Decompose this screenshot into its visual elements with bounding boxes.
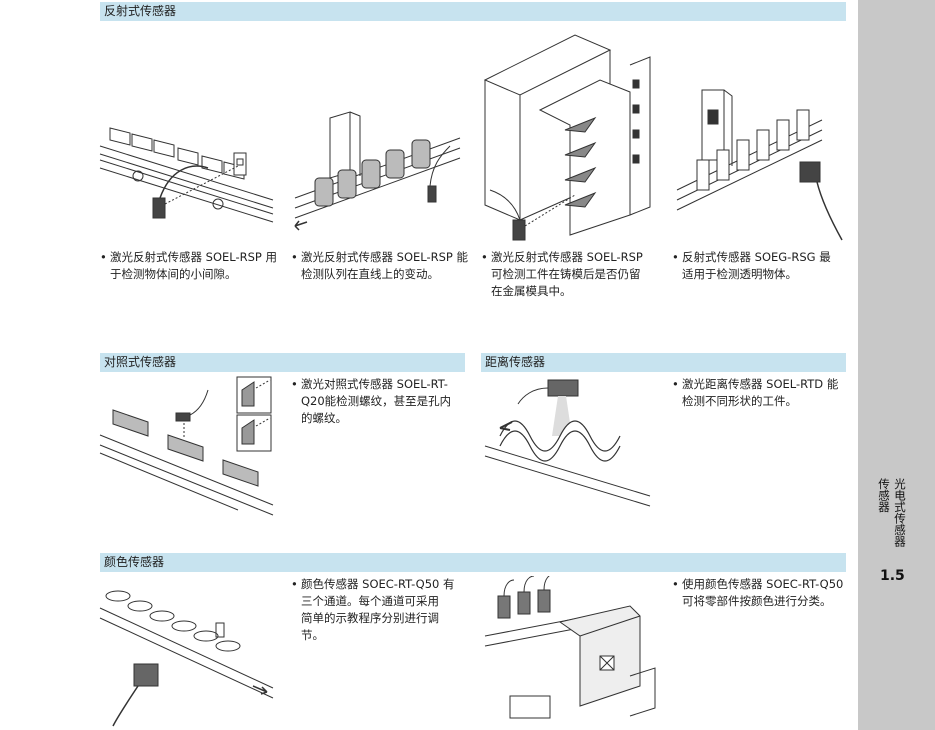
desc-line: 反射式传感器 SOEG-RSG 最: [682, 250, 831, 264]
sidebar-title: 传感器 光电式传感器: [872, 478, 912, 570]
desc-line: 三个通道。每个通道可采用: [301, 594, 439, 608]
section-bar-distance: 距离传感器: [481, 353, 846, 372]
bullet: •: [672, 577, 679, 591]
desc-color-1: • 颜色传感器 SOEC-RT-Q50 有 三个通道。每个通道可采用 简单的示教…: [291, 576, 455, 644]
desc-reflective-2: • 激光反射式传感器 SOEL-RSP 能 检测队列在直线上的变动。: [291, 249, 469, 283]
desc-line: 适用于检测透明物体。: [682, 267, 797, 281]
bullet: •: [291, 577, 298, 591]
section-title-distance: 距离传感器: [485, 355, 546, 369]
desc-line: 激光对照式传感器 SOEL-RT-: [301, 377, 448, 391]
bullet: •: [672, 377, 679, 391]
desc-line: 使用颜色传感器 SOEC-RT-Q50: [682, 577, 844, 591]
illustration-thread-detection: [98, 385, 278, 525]
desc-line: 可检测工件在铸模后是否仍留: [491, 267, 641, 281]
bullet: •: [672, 250, 679, 264]
desc-line: 简单的示教程序分别进行调: [301, 611, 439, 625]
desc-color-2: • 使用颜色传感器 SOEC-RT-Q50 可将零部件按颜色进行分类。: [672, 576, 844, 610]
desc-reflective-3: • 激光反射式传感器 SOEL-RSP 可检测工件在铸模后是否仍留 在金属模具中…: [481, 249, 643, 300]
desc-line: 在金属模具中。: [491, 284, 572, 298]
sidebar-title-line2: 光电式传感器: [893, 478, 907, 547]
bullet: •: [291, 250, 298, 264]
section-bar-color: 颜色传感器: [100, 553, 846, 572]
desc-line: 的螺纹。: [301, 411, 347, 425]
sidebar: [858, 0, 935, 730]
illustration-transparent-detection: [672, 80, 847, 245]
illustration-color-channels: [98, 578, 278, 728]
desc-line: 激光反射式传感器 SOEL-RSP: [491, 250, 643, 264]
illustration-queue-detection: [290, 108, 470, 238]
bullet: •: [481, 250, 488, 264]
desc-line: 激光距离传感器 SOEL-RTD 能: [682, 377, 839, 391]
section-bar-reflective: 反射式传感器: [100, 2, 846, 21]
desc-line: Q20能检测螺纹，甚至是孔内: [301, 394, 452, 408]
desc-reflective-1: • 激光反射式传感器 SOEL-RSP 用 于检测物体间的小间隙。: [100, 249, 278, 283]
desc-line: 颜色传感器 SOEC-RT-Q50 有: [301, 577, 455, 591]
sidebar-title-line1: 传感器: [877, 478, 891, 513]
illustration-shape-detection: [480, 376, 660, 511]
desc-line: 可将零部件按颜色进行分类。: [682, 594, 832, 608]
desc-line: 激光反射式传感器 SOEL-RSP 用: [110, 250, 278, 264]
section-title-color: 颜色传感器: [104, 555, 165, 569]
desc-line: 节。: [301, 628, 324, 642]
desc-line: 激光反射式传感器 SOEL-RSP 能: [301, 250, 469, 264]
desc-distance-1: • 激光距离传感器 SOEL-RTD 能 检测不同形状的工件。: [672, 376, 839, 410]
illustration-mold-detection: [480, 30, 660, 245]
illustration-color-sorting: [480, 576, 660, 726]
desc-line: 于检测物体间的小间隙。: [110, 267, 237, 281]
bullet: •: [291, 377, 298, 391]
section-bar-through-beam: 对照式传感器: [100, 353, 465, 372]
section-title-through-beam: 对照式传感器: [104, 355, 177, 369]
illustration-gap-detection: [98, 108, 278, 238]
desc-line: 检测不同形状的工件。: [682, 394, 797, 408]
desc-reflective-4: • 反射式传感器 SOEG-RSG 最 适用于检测透明物体。: [672, 249, 831, 283]
bullet: •: [100, 250, 107, 264]
page-number: 1.5: [880, 568, 905, 584]
desc-through-beam-1: • 激光对照式传感器 SOEL-RT- Q20能检测螺纹，甚至是孔内 的螺纹。: [291, 376, 452, 427]
desc-line: 检测队列在直线上的变动。: [301, 267, 439, 281]
section-title-reflective: 反射式传感器: [104, 4, 177, 18]
illustration-thread-detail: [236, 376, 272, 452]
